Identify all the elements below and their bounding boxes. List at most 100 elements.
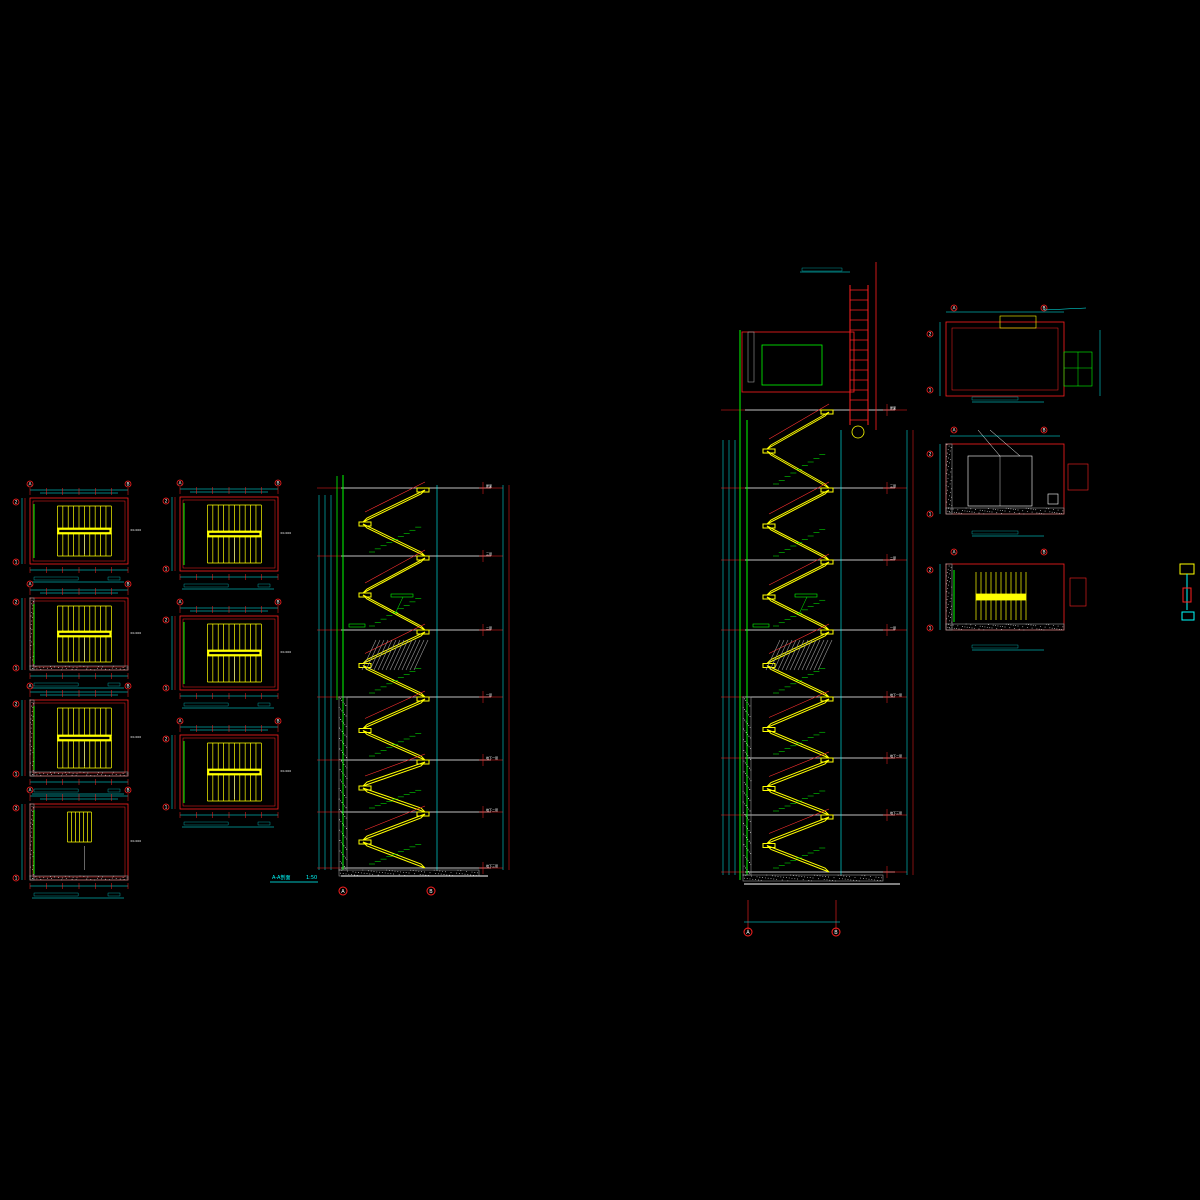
hatch-dot: [949, 450, 951, 452]
annotation-leader: [798, 596, 808, 615]
hatch-dot: [341, 731, 343, 733]
hatch-dot: [31, 745, 32, 747]
axis-bubble-label: A: [178, 481, 182, 487]
axis-bubble-circle: [12, 558, 20, 566]
hatch-dot: [1049, 511, 1051, 513]
hatch-dot: [71, 774, 73, 776]
axis-bubble-label: A: [178, 719, 182, 725]
axis-bubble-circle: [124, 580, 132, 588]
hatch-dot: [105, 774, 106, 776]
hatch-dot: [39, 772, 41, 774]
stair-flight: [362, 761, 426, 787]
hatch-dot: [957, 625, 959, 627]
hatch-dot: [743, 749, 745, 751]
hatch-dot: [947, 576, 949, 578]
axis-bubble-circle: [162, 616, 170, 624]
hatch-dot: [108, 879, 110, 881]
axis-bubble-2: 2: [162, 616, 170, 624]
hatch-dot: [743, 760, 745, 762]
hatch-dot: [94, 879, 96, 881]
hatch-dot: [342, 864, 344, 866]
stair-flight: [766, 450, 830, 489]
hatch-dot: [123, 879, 125, 880]
hatch-dot: [950, 471, 952, 473]
plan-scale-text: [107, 788, 121, 793]
hatch-dot: [98, 875, 100, 877]
hatch-dot: [748, 819, 750, 821]
hatch-dot: [29, 640, 31, 641]
axis-bubble-2: 2: [162, 735, 170, 743]
hatch-dot: [746, 723, 748, 725]
hatch-dot: [978, 628, 980, 630]
hatch-dot: [950, 566, 952, 568]
hatch-dot: [29, 722, 31, 724]
hatch-dot: [342, 722, 344, 724]
hatch-dot: [72, 666, 74, 668]
hatch-dot: [30, 822, 32, 824]
hatch-dot: [345, 715, 347, 717]
hatch-dot: [344, 724, 346, 726]
hatch-dot: [342, 772, 344, 774]
hatch-dot: [1049, 627, 1051, 629]
hatch-dot: [746, 806, 748, 808]
stair-landing: [820, 409, 834, 415]
hatch-dot: [864, 875, 866, 877]
axis-bubble-label: 1: [15, 560, 18, 566]
cut-hatch-line: [805, 639, 821, 671]
hatch-dot: [126, 877, 128, 879]
hatch-dot: [847, 879, 849, 880]
hatch-dot: [947, 587, 949, 589]
hatch-dot: [345, 746, 347, 748]
hatch-dot: [340, 821, 342, 823]
hatch-dot: [966, 510, 968, 512]
roof-plan-inner: [951, 327, 1059, 391]
axis-bubble-a: A: [950, 304, 958, 312]
hatch-dot: [975, 509, 976, 510]
floor-tag: 一层: [486, 692, 492, 697]
hatch-dot: [340, 852, 342, 854]
hatch-dot: [456, 872, 458, 874]
hatch-dot: [43, 877, 45, 879]
hatch-dot: [47, 877, 49, 879]
stair-landing: [358, 839, 372, 845]
hatch-dot: [949, 601, 951, 603]
wall-outline: [179, 734, 279, 810]
axis-bubble-circle: [26, 480, 34, 488]
axis-bubble-label: A: [952, 550, 956, 556]
hatch-dot: [342, 843, 344, 845]
hatch-dot: [744, 751, 746, 753]
hatch-dot: [342, 751, 343, 753]
hatch-dot: [101, 774, 102, 776]
hatch-dot: [879, 880, 881, 882]
plan-title-text: [183, 821, 229, 826]
hatch-dot: [32, 716, 34, 718]
plan-title-text: [971, 644, 1019, 649]
hatch-dot: [854, 876, 856, 878]
roof-parapet: [747, 331, 755, 383]
hatch-dot: [965, 507, 967, 509]
hatch-dot: [979, 509, 981, 511]
hatch-dot: [30, 636, 32, 638]
hatch-dot: [949, 628, 951, 630]
hatch-dot: [341, 862, 343, 864]
hatch-dot: [951, 505, 953, 507]
hatch-dot: [343, 855, 345, 857]
axis-bubble-circle: [162, 735, 170, 743]
hatch-dot: [848, 876, 850, 878]
hatch-dot: [61, 667, 63, 669]
hatch-dot: [414, 873, 416, 875]
hatch-dot: [1054, 628, 1056, 630]
cut-hatch-line: [377, 639, 393, 671]
hatch-dot: [747, 828, 749, 830]
hatch-dot: [749, 737, 751, 739]
hatch-dot: [379, 871, 381, 873]
hatch-dot: [743, 739, 745, 741]
hatch-dot: [32, 868, 33, 870]
hatch-dot: [748, 851, 750, 853]
hatch-dot: [946, 481, 948, 483]
axis-bubble-1: 1: [12, 558, 20, 566]
axis-bubble-circle: [12, 498, 20, 506]
hatch-dot: [750, 853, 752, 855]
